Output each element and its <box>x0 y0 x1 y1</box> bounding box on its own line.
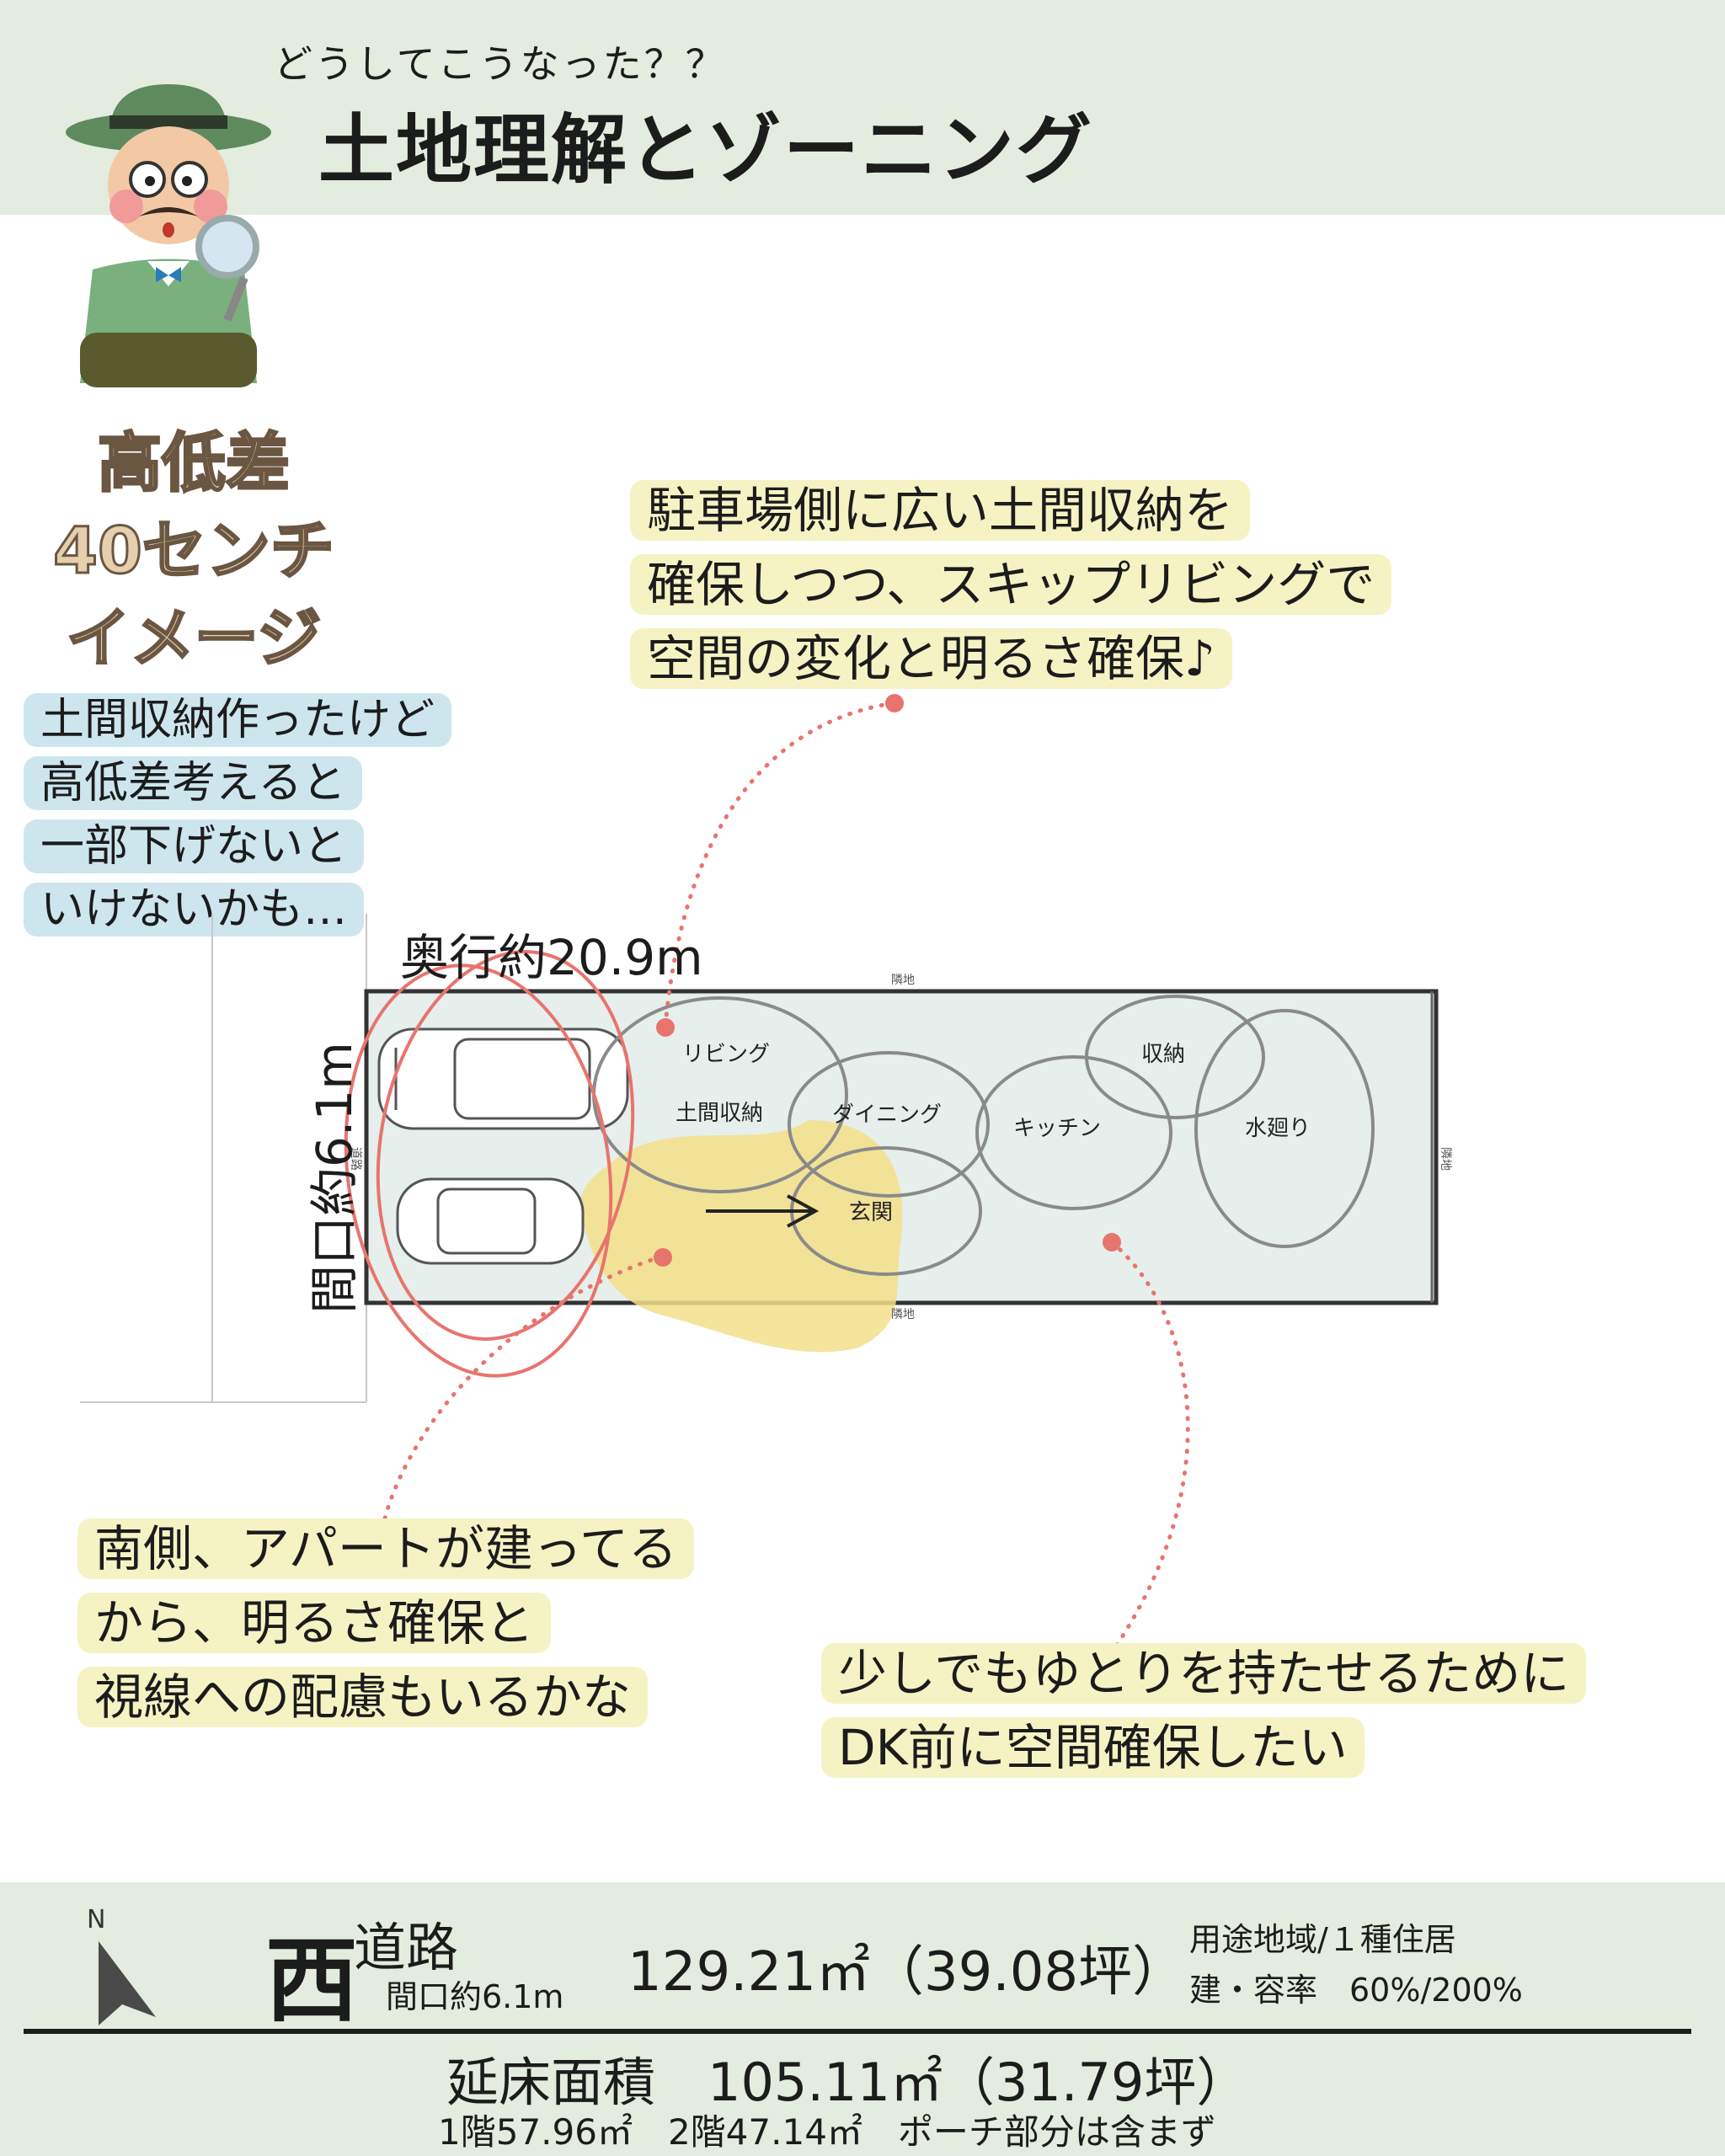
compass-icon: N <box>87 1905 156 2025</box>
road-direction: 西 <box>265 1927 358 2035</box>
zone-dining <box>788 1051 990 1198</box>
note-bottom-left: 南側、アパートが建ってる から、明るさ確保と 視線への配慮もいるかな <box>77 1512 694 1734</box>
frontage-label: 間口約6.1m <box>306 1042 363 1314</box>
note-left-line1: 土間収納作ったけど <box>24 693 452 747</box>
site-plan: 隣地 隣地 隣地 道路 リビング 土間収納 ダイニング 玄関 キッチン 収納 水… <box>80 694 1452 1664</box>
footer-divider <box>24 2029 1691 2034</box>
note-top: 駐車場側に広い土間収納を 確保しつつ、スキップリビングで 空間の変化と明るさ確保… <box>630 473 1392 696</box>
note-left-line3: 一部下げないと <box>24 819 365 873</box>
note-bottom-left-line1: 南側、アパートが建ってる <box>77 1518 694 1579</box>
depth-label: 奥行約20.9m <box>400 929 703 986</box>
note-left-line4: いけないかも… <box>24 883 365 937</box>
compact-car-icon <box>396 1177 585 1265</box>
zone-closet <box>1085 995 1265 1119</box>
note-bottom-right: 少しでもゆとりを持たせるために DK前に空間確保したい <box>821 1636 1587 1785</box>
room-entrance: 玄関 <box>849 1200 893 1225</box>
note-bottom-right-line2: DK前に空間確保したい <box>821 1717 1365 1778</box>
image-label-line1: 高低差 <box>97 424 291 502</box>
note-left: 土間収納作ったけど 高低差考えると 一部下げないと いけないかも… <box>24 689 452 942</box>
leader-top <box>663 701 895 1028</box>
neighbor-right-label: 隣地 <box>1439 1147 1452 1171</box>
note-top-line1: 駐車場側に広い土間収納を <box>630 480 1251 541</box>
neighbor-top-label: 隣地 <box>891 974 915 987</box>
footer-band <box>0 1882 1725 2156</box>
page-title: 土地理解とゾーニング <box>318 106 1093 195</box>
zoning-label: 用途地域/１種住居 <box>1189 1921 1456 1958</box>
header-band <box>0 0 1725 215</box>
room-dining: ダイニング <box>832 1102 942 1128</box>
image-label-line2: 40センチ <box>52 512 336 590</box>
note-bottom-left-line2: から、明るさ確保と <box>77 1593 552 1653</box>
zone-kitchen <box>975 1055 1172 1210</box>
arrow-icon <box>706 1194 820 1228</box>
note-top-line3: 空間の変化と明るさ確保♪ <box>630 628 1233 689</box>
leader-lines <box>378 701 1190 1657</box>
road-frontage: 間口約6.1m <box>386 1978 564 2015</box>
suv-car-icon <box>377 1027 629 1130</box>
land-area: 129.21㎡（39.08坪） <box>628 1941 1187 2004</box>
subtitle: どうしてこうなった？？ <box>274 41 727 87</box>
note-left-line2: 高低差考えると <box>24 756 363 810</box>
room-kitchen: キッチン <box>1013 1116 1101 1141</box>
leader-bottom-left <box>378 1254 664 1540</box>
room-storage: 土間収納 <box>676 1101 763 1126</box>
road-word: 道路 <box>354 1917 459 1978</box>
highlight-ellipses <box>344 950 635 1378</box>
image-label-line3: イメージ <box>65 600 322 677</box>
note-top-line2: 確保しつつ、スキップリビングで <box>630 554 1392 615</box>
total-floor-area: 延床面積 105.11㎡（31.79坪） <box>446 2052 1249 2113</box>
room-wet-area: 水廻り <box>1245 1116 1311 1141</box>
neighbor-bottom-label: 隣地 <box>891 1308 915 1321</box>
coverage-ratio: 建・容率 60%/200% <box>1189 1972 1523 2009</box>
compass-north-label: N <box>87 1905 105 1935</box>
detective-icon <box>66 84 271 387</box>
zone-wet-area <box>1194 1009 1375 1248</box>
note-bottom-left-line3: 視線への配慮もいるかな <box>77 1667 648 1727</box>
note-bottom-right-line1: 少しでもゆとりを持たせるために <box>821 1643 1587 1704</box>
room-closet: 収納 <box>1141 1042 1185 1067</box>
floor-breakdown: 1階57.96㎡ 2階47.14㎡ ポーチ部分は含まず <box>438 2111 1216 2153</box>
road-side-label: 道路 <box>349 1147 362 1171</box>
room-living: リビング <box>682 1042 770 1067</box>
